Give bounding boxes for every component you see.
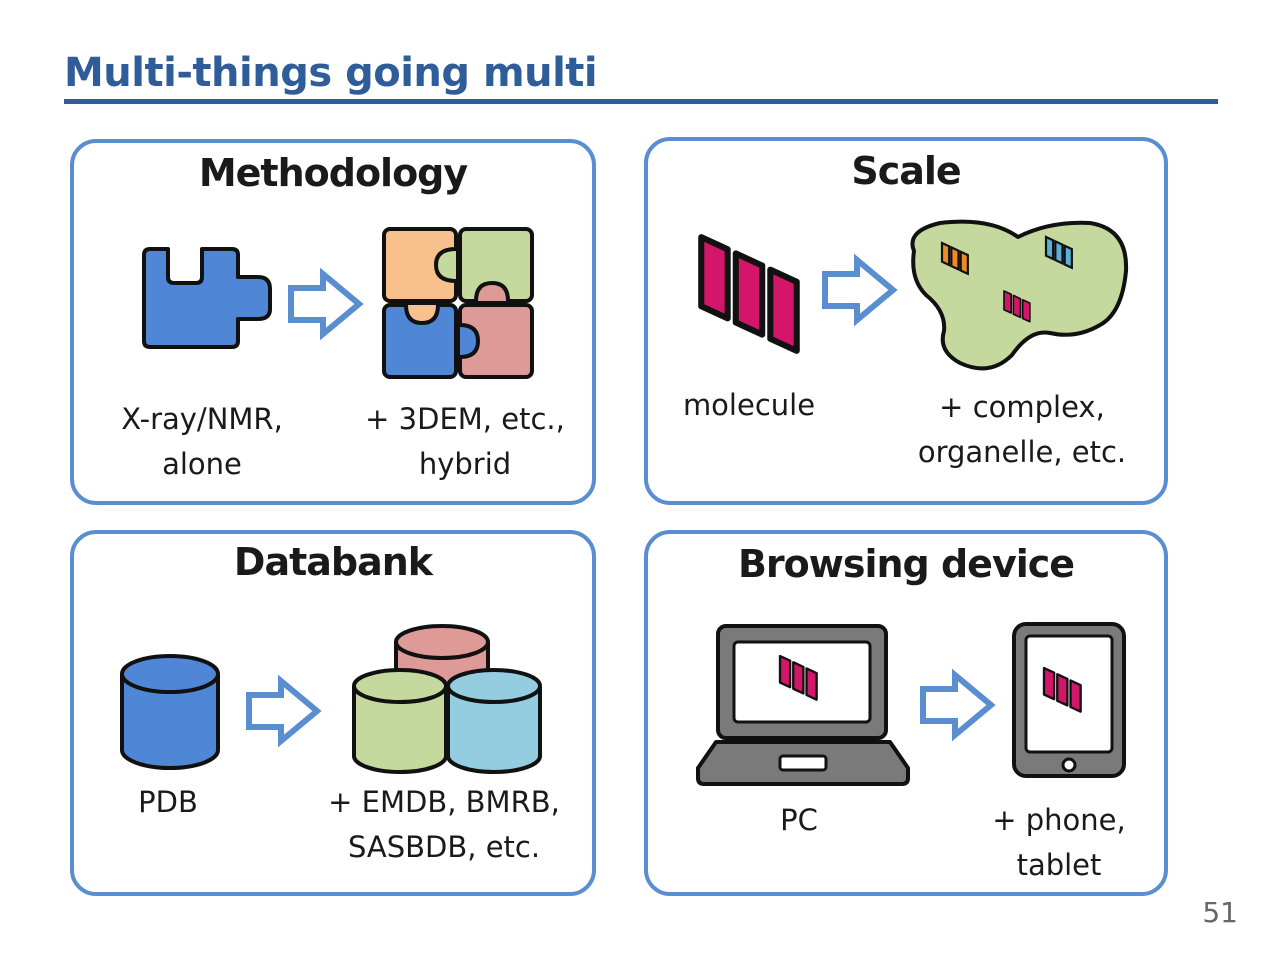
databank-right-label: + EMDB, BMRB, SASBDB, etc. <box>328 785 560 864</box>
molecule-icon <box>690 229 810 359</box>
scale-right-label: + complex, organelle, etc. <box>917 390 1127 469</box>
methodology-panel: Methodology X-ray/NMR, alone + 3DEM, etc… <box>70 139 596 505</box>
slide-title: Multi-things going multi <box>64 50 598 96</box>
methodology-right-label: + 3DEM, etc., hybrid <box>365 402 565 481</box>
database-icon <box>120 654 220 770</box>
databank-panel: Databank PDB + EMDB, BMRB, SASBDB, etc. <box>70 530 596 896</box>
laptop-icon <box>696 624 910 786</box>
databank-left-label: PDB <box>138 785 198 819</box>
methodology-arrow-icon <box>290 273 360 335</box>
methodology-heading: Methodology <box>198 151 468 195</box>
device-right-label: + phone, tablet <box>992 803 1126 882</box>
database-stack-icon <box>352 624 542 774</box>
title-underline <box>64 99 1218 104</box>
methodology-left-label: X-ray/NMR, alone <box>121 402 283 481</box>
assembled-puzzle-icon <box>382 227 534 379</box>
puzzle-piece-icon <box>142 247 272 349</box>
scale-panel: Scale molecule + complex, organelle, etc… <box>644 137 1168 505</box>
device-heading: Browsing device <box>737 542 1075 586</box>
scale-left-label: molecule <box>682 388 816 422</box>
tablet-icon <box>1012 622 1126 778</box>
databank-arrow-icon <box>248 680 318 742</box>
scale-heading: Scale <box>851 149 961 193</box>
device-arrow-icon <box>922 674 992 736</box>
scale-arrow-icon <box>824 259 894 321</box>
organelle-icon <box>910 219 1129 371</box>
device-panel: Browsing device PC + phone, tablet <box>644 530 1168 896</box>
page-number: 51 <box>1202 896 1238 929</box>
databank-heading: Databank <box>233 540 433 584</box>
device-left-label: PC <box>780 803 818 837</box>
